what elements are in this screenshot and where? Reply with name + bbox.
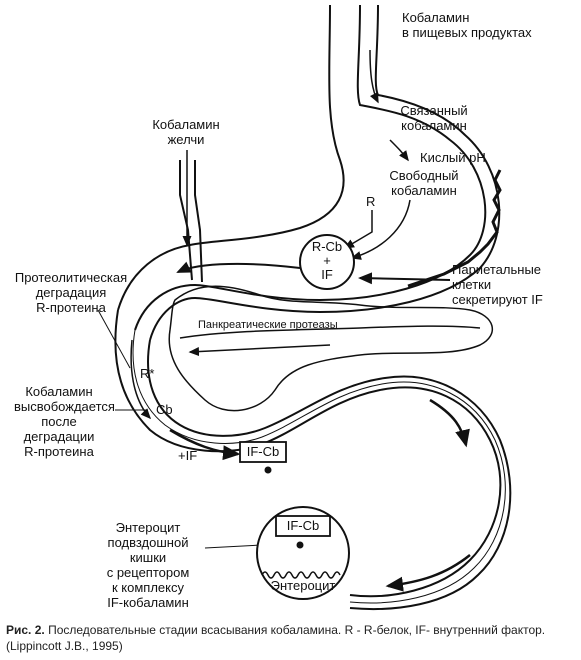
ileum-flow-arrow-1 [429,398,470,448]
leader-enterocyte [204,544,263,549]
stomach-wall-outer [134,4,487,331]
ifcb-box [239,441,287,463]
stomach-lumen [117,4,345,311]
label-acid-ph: Кислый pH [420,150,486,165]
intestine-inner-lumen [132,329,506,604]
gastric-rugae [407,169,502,288]
cb-to-ifcb-arrow [169,428,241,461]
bile-duct [179,160,203,283]
acid-arrow [389,139,409,162]
r-to-complex-arrow [343,210,373,249]
free-to-complex-arrow [350,199,411,260]
caption-prefix: Рис. 2. [6,623,45,637]
duodenum-flow-arrow [130,339,152,420]
pancreas [168,285,494,412]
label-enterocyte: Энтероцит [270,578,336,593]
food-flow-arrow [369,49,379,104]
ileum-flow-arrow-2 [385,554,471,592]
intestine-wall-outer [114,309,502,598]
leader-proteolytic [97,309,131,369]
label-r-star: R* [140,366,155,381]
stomach-to-duodenum-arrow [176,261,301,273]
label-pancreatic-proteases: Панкреатические протеазы [198,319,338,331]
label-r-top: R [366,194,376,209]
intestine-wall-inner [147,339,512,611]
caption-text: Последовательные стадии всасывания кобал… [6,623,546,653]
ifcb-dot [264,466,272,474]
ifcb-receptor-box [275,515,331,537]
label-plus-if: +IF [178,448,198,463]
receptor-dot [296,541,304,549]
stomach-wall-inner [149,4,501,341]
pancreatic-duct-arrow [188,344,331,357]
label-cb: Cb [156,402,173,417]
rcb-if-circle [299,234,355,290]
microvilli [261,571,341,579]
label-rcb-complex: R-Cb+IF [311,239,343,282]
figure-caption: Рис. 2. Последовательные стадии всасыван… [6,622,576,654]
parietal-arrow [358,272,451,285]
pancreatic-duct [179,325,481,339]
label-ifcb-receptor: IF-Cb [286,518,320,533]
label-ifcb-box: IF-Cb [246,444,280,459]
